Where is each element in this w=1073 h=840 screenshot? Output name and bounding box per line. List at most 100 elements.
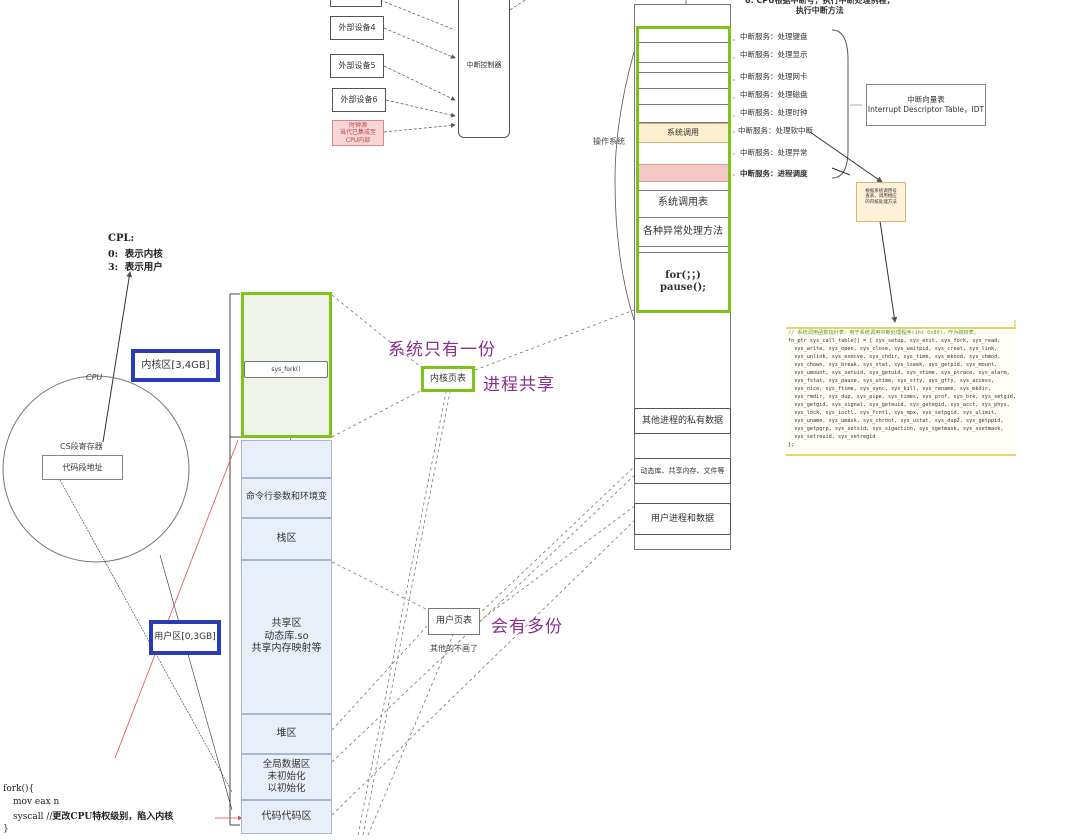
data-label: 全局数据区 未初始化 以初始化 — [262, 759, 311, 794]
fork-syscall-text: syscall // — [13, 812, 53, 822]
syscall-table-cell: 系统调用表 — [637, 190, 729, 215]
kernel-note-single: 系统只有一份 — [388, 340, 496, 360]
device-6-box: 外部设备6 — [332, 88, 386, 112]
idt-cells — [636, 28, 730, 216]
syscall-note: 根据系统调用号 查表，调用相应 的内核处理方法 — [856, 182, 906, 222]
device-4-box: 外部设备4 — [330, 16, 384, 40]
other-private-cell: 其他进程的私有数据 — [634, 408, 731, 434]
syscall-note-label: 根据系统调用号 查表，调用相应 的内核处理方法 — [865, 189, 897, 205]
service-item: 中断服务：处理网卡 — [740, 72, 808, 81]
controller-out-line — [509, 0, 526, 11]
user-note-many: 会有多份 — [491, 617, 563, 637]
service-item: 中断服务：进程调度 — [740, 169, 808, 178]
kernel-space-highlight — [636, 26, 731, 313]
code-line: sys_umount, sys_setuid, sys_getuid, sys_… — [788, 370, 1010, 376]
cpl-arrow — [102, 271, 133, 443]
kernel-page-table-label: 内核页表 — [429, 373, 466, 384]
cpl-level-0: 0: 表示内核 — [108, 249, 163, 260]
cpl-title: CPL: — [108, 233, 135, 244]
idt-box: 中断向量表 Interrupt Descriptor Table，IDT — [866, 84, 986, 126]
cs-register-box: 代码段地址 — [42, 455, 123, 480]
reg-to-code — [59, 479, 233, 793]
fork-code-line-3: syscall //更改CPU特权级别，陷入内核 — [13, 809, 173, 822]
user-page-table-note: 其他的不画了 — [430, 644, 478, 653]
kernel-region-label: 内核区[3,4GB] — [131, 349, 220, 382]
kernel-page-table: 内核页表 — [421, 366, 475, 392]
cpu-step-title: 6. CPU根据中断号，执行中断处理例程， 执行中断方法 — [745, 0, 895, 15]
user-proc-label: 用户进程和数据 — [650, 513, 714, 524]
red-arrow-user — [114, 439, 239, 759]
code-comment: // 系统调用函数指针表：用于系统调用中断处理程序(int 0x80)，作为跳转… — [788, 330, 980, 336]
kernel-pt-link-top — [331, 294, 423, 369]
user-page-table: 用户页表 — [428, 608, 480, 635]
code-line: fn_ptr sys_call_table[] = { sys_setup, s… — [788, 338, 1001, 344]
note-to-code-line — [879, 220, 898, 323]
user-top-segment — [241, 440, 332, 478]
device-line-3 — [379, 0, 456, 31]
idt-label: 中断向量表 Interrupt Descriptor Table，IDT — [867, 95, 985, 114]
code-segment: 代码代码区 — [241, 800, 332, 834]
service-item: 中断服务：处理键盘 — [740, 32, 808, 41]
exceptions-cell: 各种异常处理方法 — [637, 217, 729, 247]
dispatch-line — [831, 167, 851, 176]
os-bracket — [614, 51, 635, 321]
kernel-note-shared: 进程共享 — [483, 375, 555, 395]
user-region-label: 用户区[0,3GB] — [149, 620, 221, 655]
syscall-cell-label: 系统调用 — [667, 128, 699, 138]
cs-register-label: CS段寄存器 — [60, 442, 103, 451]
device-4-label: 外部设备4 — [338, 23, 376, 33]
idt-bracket — [831, 29, 849, 179]
code-line: sys_unlink, sys_execve, sys_chdir, sys_t… — [788, 354, 1001, 360]
device-3-box — [330, 0, 382, 7]
libs-label: 动态库、共享内存、文件等 — [640, 466, 725, 475]
user-page-table-label: 用户页表 — [435, 616, 472, 627]
fork-syscall-comment: 更改CPU特权级别，陷入内核 — [52, 812, 174, 822]
service-list: 中断服务：处理键盘 中断服务：处理显示 中断服务：处理网卡 中断服务：处理磁盘 … — [738, 28, 838, 188]
service-item: 中断服务：处理磁盘 — [740, 90, 808, 99]
code-line: sys_getpgrp, sys_setsid, sys_sigaction, … — [788, 426, 1004, 432]
code-line: sys_nice, sys_ftime, sys_sync, sys_kill,… — [788, 386, 992, 392]
exceptions-label: 各种异常处理方法 — [643, 226, 723, 237]
up-link-3 — [367, 629, 456, 836]
interrupt-controller-label: 中断控制器 — [466, 60, 502, 69]
code-line: sys_chown, sys_break, sys_stat, sys_lsee… — [788, 362, 998, 368]
user-pt-to-proc — [477, 504, 637, 623]
clock-source-box: 时钟源 当代已集成至 CPU内部 — [332, 120, 384, 146]
fork-code-line-4: } — [3, 824, 9, 834]
interrupt-controller: 中断控制器 — [458, 0, 510, 138]
service-item: 中断服务：处理异常 — [740, 148, 808, 157]
softint-line — [809, 131, 883, 183]
libs-cell: 动态库、共享内存、文件等 — [634, 458, 731, 484]
clock-source-label: 时钟源 当代已集成至 CPU内部 — [339, 122, 376, 144]
service-item: 中断服务：处理时钟 — [740, 108, 808, 117]
user-pt-link-2 — [331, 624, 429, 731]
device-5-box: 外部设备5 — [330, 54, 384, 78]
heap-label: 堆区 — [276, 727, 297, 739]
clock-line — [383, 123, 456, 133]
device-line-6 — [385, 99, 456, 118]
shared-segment: 共享区 动态库.so 共享内存映射等 — [241, 560, 332, 714]
code-line: sys_lock, sys_ioctl, sys_fcntl, sys_mpx,… — [788, 410, 998, 416]
cmdline-segment: 命令行参数和环境变 — [241, 478, 332, 518]
cpu-circle — [2, 375, 190, 563]
stack-segment: 栈区 — [241, 518, 332, 560]
device-line-4 — [383, 27, 456, 59]
syscall-code-block: // 系统调用函数指针表：用于系统调用中断处理程序(int 0x80)，作为跳转… — [786, 327, 1016, 456]
code-line: sys_fstat, sys_pause, sys_utime, sys_stt… — [788, 378, 995, 384]
user-region-text: 用户区[0,3GB] — [154, 632, 216, 643]
idle-loop-label: for(；；) pause(); — [660, 270, 706, 293]
device-6-label: 外部设备6 — [340, 95, 378, 105]
stack-label: 栈区 — [276, 532, 297, 544]
code-line: sys_setreuid, sys_setregid — [788, 434, 876, 440]
cpl-level-3: 3: 表示用户 — [108, 262, 163, 273]
fork-code-line-2: mov eax n — [13, 797, 60, 807]
kernel-pt-to-os — [474, 309, 635, 371]
code-line: }; — [788, 442, 795, 448]
user-pt-to-libs — [477, 464, 637, 616]
fork-code-line-1: fork(){ — [3, 784, 35, 794]
cpu-label: CPU — [86, 373, 103, 382]
data-segment: 全局数据区 未初始化 以初始化 — [241, 754, 332, 800]
service-item: 中断服务：处理显示 — [740, 50, 808, 59]
code-line: sys_getgid, sys_signal, sys_geteuid, sys… — [788, 402, 1010, 408]
shared-label: 共享区 动态库.so 共享内存映射等 — [251, 618, 322, 655]
